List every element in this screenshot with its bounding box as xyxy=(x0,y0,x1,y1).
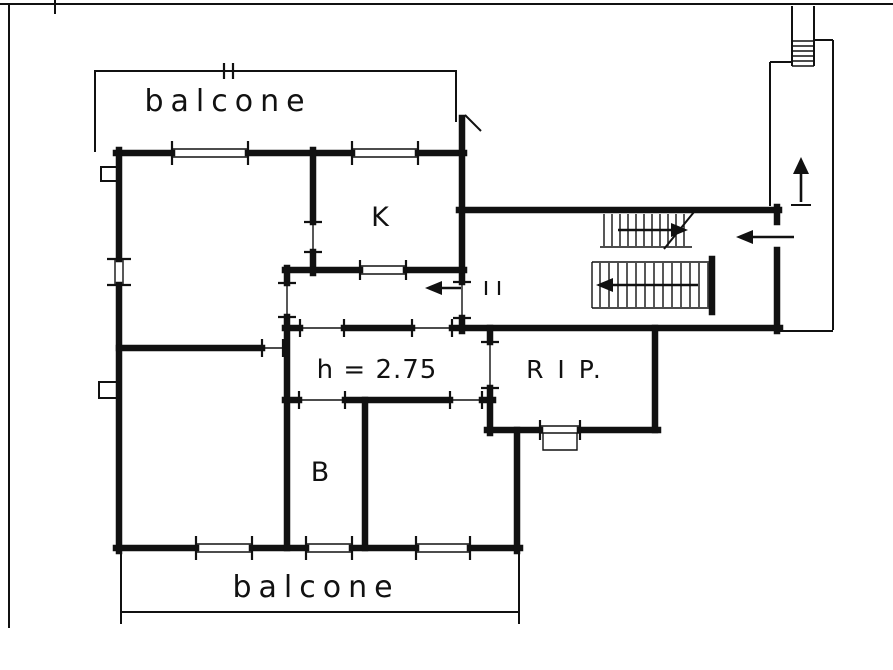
wall-notch xyxy=(100,166,119,182)
door-opening xyxy=(260,339,287,357)
windows xyxy=(107,141,582,560)
balcony-top: balcone xyxy=(94,63,457,152)
entrance-arrow-icon xyxy=(425,281,461,295)
door-opening xyxy=(304,220,322,254)
window xyxy=(358,260,408,280)
doors xyxy=(260,220,501,409)
door-opening xyxy=(278,281,296,319)
door-opening xyxy=(481,340,499,390)
interior-walls xyxy=(115,146,716,552)
stairs-landing-arrow-icon xyxy=(736,230,794,244)
stairwell-shaft xyxy=(769,6,834,332)
stairs-upper-arrow-icon xyxy=(618,223,688,237)
balcony-top-label: balcone xyxy=(144,84,311,119)
kitchen-label: K xyxy=(371,202,390,233)
ceiling-height-label: h = 2.75 xyxy=(317,355,438,385)
storage-room-label: R I P. xyxy=(526,355,604,384)
door-opening-entrance xyxy=(453,280,501,320)
window xyxy=(538,420,582,451)
stairs-up-arrow-icon xyxy=(791,157,811,206)
balcony-bottom-label: balcone xyxy=(232,570,399,605)
door-opening xyxy=(298,319,346,337)
window xyxy=(304,536,354,560)
window-step xyxy=(542,433,578,451)
wall-notch xyxy=(98,381,119,399)
window xyxy=(170,141,250,165)
door-opening xyxy=(410,319,454,337)
window xyxy=(414,536,472,560)
window xyxy=(350,141,420,165)
balcony-bottom: balcone xyxy=(120,551,520,624)
window xyxy=(194,536,254,560)
page-frame xyxy=(0,0,893,628)
exterior-walls xyxy=(98,114,784,555)
window xyxy=(107,257,131,287)
stairs-lower-arrow-icon xyxy=(596,278,698,292)
door-opening xyxy=(448,391,484,409)
bathroom-label: B xyxy=(311,457,330,488)
door-opening xyxy=(297,391,347,409)
